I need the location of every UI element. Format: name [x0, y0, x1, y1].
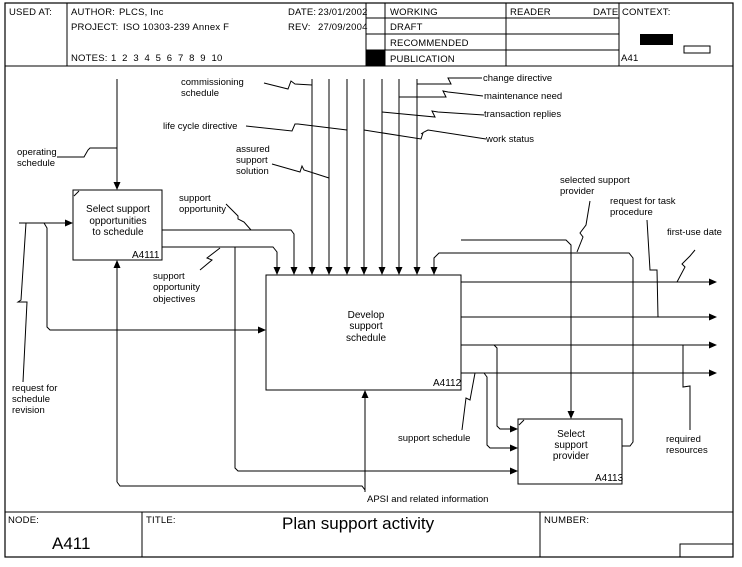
- arrow-selected-support-provider: [430, 200, 634, 447]
- label-change-directive: change directive: [483, 73, 552, 84]
- squiggle-transaction-replies: [381, 110, 485, 118]
- label-apsi: APSI and related information: [367, 494, 488, 505]
- arrow-support-opportunity: [162, 203, 298, 275]
- date-label: DATE:: [288, 7, 316, 18]
- label-first-use-date: first-use date: [667, 227, 722, 238]
- arrow-first-use-date: [461, 249, 717, 286]
- status-recommended: RECOMMENDED: [390, 38, 469, 49]
- used-at-label: USED AT:: [9, 7, 52, 18]
- activity-a4113[interactable]: Select support provider A4113: [517, 418, 624, 485]
- activity-a4111[interactable]: Select support opportunities to schedule…: [72, 189, 163, 261]
- rev-value: 27/09/2004: [318, 22, 368, 33]
- label-support-opportunity-objectives-2: opportunity: [153, 282, 200, 293]
- diagram-title: Plan support activity: [282, 514, 435, 533]
- arrow-support-opportunity-objectives: [162, 246, 281, 275]
- arrow-apsi-related-information: [113, 247, 518, 492]
- arrow-operating-schedule: [57, 79, 121, 190]
- squiggle-life-cycle-directive: [245, 123, 348, 132]
- arrow-required-resources: [461, 341, 717, 430]
- squiggle-life-cycle-directive-2: [363, 129, 424, 140]
- label-support-opportunity-objectives-3: objectives: [153, 294, 195, 305]
- squiggle-commissioning-schedule: [263, 80, 313, 90]
- label-required-resources-2: resources: [666, 445, 708, 456]
- label-request-for-task-procedure-2: procedure: [610, 207, 653, 218]
- label-selected-support-provider-1: selected support: [560, 175, 630, 186]
- activity-a4113-id: A4113: [595, 473, 624, 484]
- label-support-opportunity-1: support: [179, 193, 211, 204]
- label-support-schedule: support schedule: [398, 433, 470, 444]
- notes-value: 1 2 3 4 5 6 7 8 9 10: [111, 53, 222, 64]
- activity-a4111-line2: opportunities: [89, 216, 146, 227]
- arrow-output-to-a4113-control: [461, 239, 575, 419]
- arrow-labels: commissioning schedule life cycle direct…: [12, 73, 722, 505]
- label-assured-support-solution-1: assured: [236, 144, 270, 155]
- squiggle-maintenance-need: [399, 90, 484, 98]
- label-required-resources-1: required: [666, 434, 701, 445]
- publication-status-marker: [366, 50, 385, 66]
- context-parent-box: [640, 34, 673, 45]
- status-draft: DRAFT: [390, 22, 423, 33]
- activity-a4111-line1: Select support: [86, 204, 150, 215]
- label-commissioning-schedule-1: commissioning: [181, 77, 244, 88]
- activity-a4112-line2: support: [349, 321, 383, 332]
- node-value: A411: [52, 534, 90, 553]
- project-value: ISO 10303-239 Annex F: [123, 22, 229, 33]
- title-label: TITLE:: [146, 515, 176, 526]
- label-operating-schedule-2: schedule: [17, 158, 55, 169]
- activity-a4112-line1: Develop: [348, 310, 385, 321]
- date-value: 23/01/2002: [318, 7, 368, 18]
- header-block: USED AT: AUTHOR: PLCS, Inc PROJECT: ISO …: [5, 3, 733, 67]
- label-operating-schedule-1: operating: [17, 147, 57, 158]
- arrow-support-schedule: [461, 344, 717, 452]
- label-assured-support-solution-3: solution: [236, 166, 269, 177]
- author-label: AUTHOR:: [71, 7, 115, 18]
- status-working: WORKING: [390, 7, 438, 18]
- squiggle-change-directive: [417, 77, 482, 85]
- activity-a4113-line3: provider: [553, 451, 590, 462]
- squiggle-work-status: [420, 129, 487, 140]
- activity-a4112[interactable]: Develop support schedule A4112: [265, 274, 462, 391]
- label-request-for-schedule-revision-3: revision: [12, 405, 45, 416]
- status-publication: PUBLICATION: [390, 54, 455, 65]
- activity-a4113-line1: Select: [557, 429, 585, 440]
- author-value: PLCS, Inc: [119, 7, 164, 18]
- label-commissioning-schedule-2: schedule: [181, 88, 219, 99]
- label-selected-support-provider-2: provider: [560, 186, 594, 197]
- arrow-request-for-task-procedure: [461, 219, 717, 321]
- diagram-frame: [4, 2, 734, 558]
- node-label: NODE:: [8, 515, 39, 526]
- context-sibling-box: [683, 45, 711, 54]
- label-support-opportunity-objectives-1: support: [153, 271, 185, 282]
- activity-a4112-line3: schedule: [346, 333, 386, 344]
- label-request-for-schedule-revision-2: schedule: [12, 394, 50, 405]
- label-support-opportunity-2: opportunity: [179, 204, 226, 215]
- context-label: CONTEXT:: [622, 7, 671, 18]
- label-work-status: work status: [485, 134, 534, 145]
- label-maintenance-need: maintenance need: [484, 91, 562, 102]
- label-life-cycle-directive: life cycle directive: [163, 121, 237, 132]
- activity-a4111-line3: to schedule: [92, 227, 144, 238]
- number-label: NUMBER:: [544, 515, 589, 526]
- arrow-controls-top: [308, 79, 421, 275]
- footer-block: NODE: A411 TITLE: Plan support activity …: [5, 511, 733, 557]
- notes-label: NOTES:: [71, 53, 108, 64]
- activity-a4112-id: A4112: [433, 378, 462, 389]
- context-node: A41: [621, 53, 639, 64]
- arrow-request-for-schedule-revision: [16, 219, 266, 383]
- squiggle-assured-support-solution: [271, 163, 330, 179]
- label-request-for-task-procedure-1: request for task: [610, 196, 676, 207]
- label-transaction-replies: transaction replies: [484, 109, 561, 120]
- label-request-for-schedule-revision-1: request for: [12, 383, 57, 394]
- activity-a4113-line2: support: [554, 440, 588, 451]
- project-label: PROJECT:: [71, 22, 119, 33]
- label-assured-support-solution-2: support: [236, 155, 268, 166]
- rev-label: REV:: [288, 22, 311, 33]
- activity-a4111-id: A4111: [132, 250, 160, 261]
- reader-label: READER: [510, 7, 551, 18]
- reader-date-label: DATE: [593, 7, 618, 18]
